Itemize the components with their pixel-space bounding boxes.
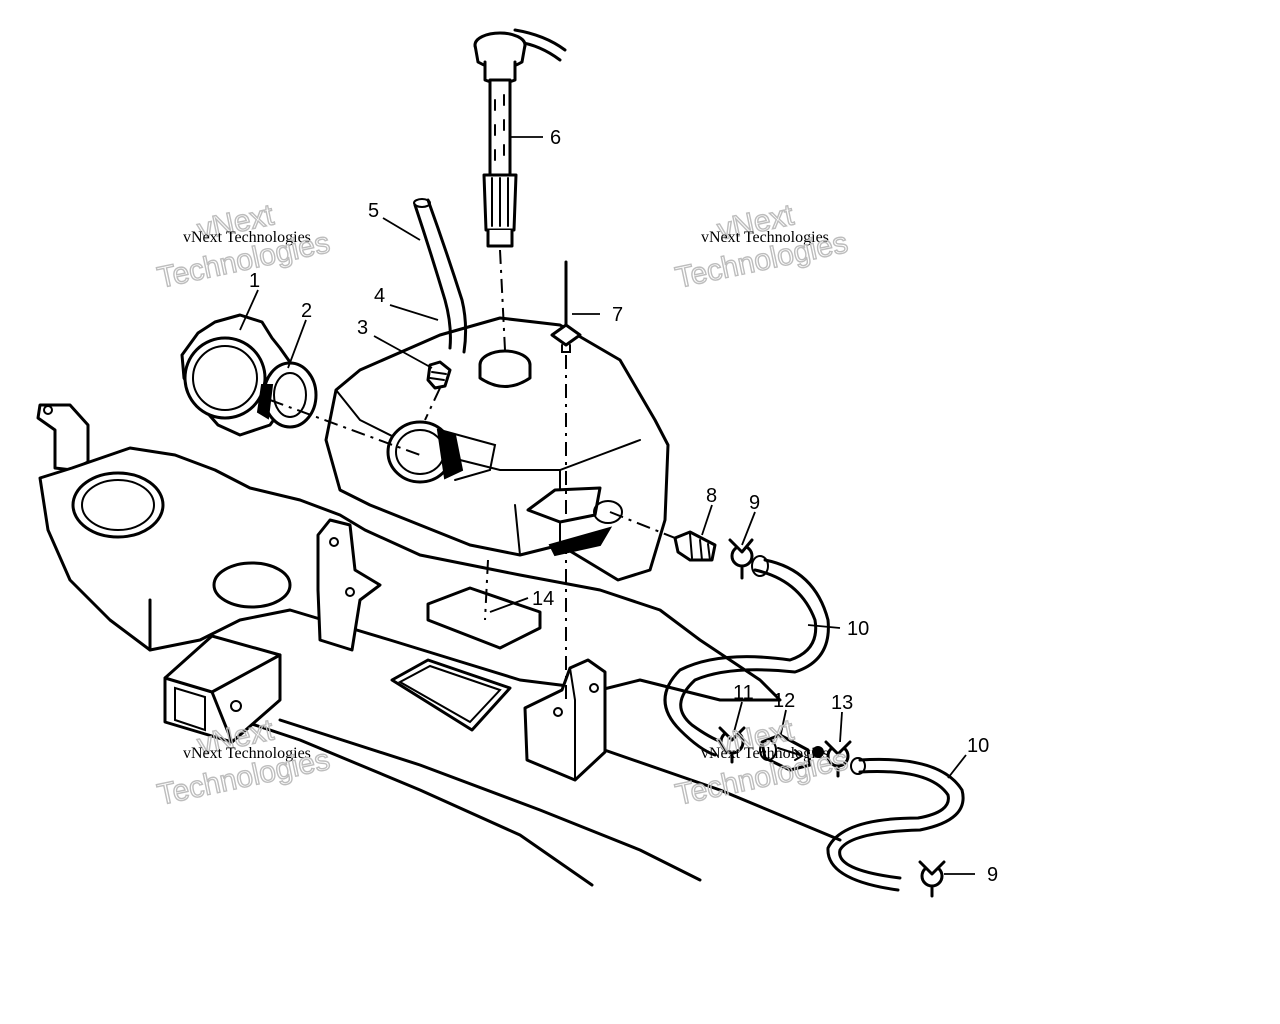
chassis-frame — [36, 403, 842, 887]
callout-10-lower: 10 — [967, 735, 989, 757]
watermark-text: vNext Technologies — [701, 745, 829, 762]
callout-13: 13 — [831, 692, 853, 714]
watermark-bottom-right: vNext vNext Technologies Technologies — [672, 713, 852, 813]
hose-clamp-13 — [812, 740, 852, 778]
fuel-hose-lower — [826, 757, 965, 892]
watermark-top-right: vNext vNext Technologies Technologies — [672, 198, 852, 296]
callout-5: 5 — [368, 200, 379, 222]
callout-3: 3 — [357, 317, 368, 339]
callout-7: 7 — [612, 304, 623, 326]
hose-clamp-lower — [918, 860, 946, 898]
callout-4: 4 — [374, 285, 385, 307]
callout-11: 11 — [733, 682, 754, 704]
callout-2: 2 — [301, 300, 312, 322]
callout-8: 8 — [706, 485, 717, 507]
vent-fitting — [426, 360, 452, 390]
callout-1: 1 — [249, 270, 260, 292]
hose-clamp-upper — [728, 538, 754, 580]
leader-lines — [239, 136, 975, 875]
callout-6: 6 — [550, 127, 561, 149]
gas-cap — [180, 313, 294, 437]
vent-hose — [413, 198, 468, 354]
callout-labels: 1 2 3 4 5 6 7 8 9 10 11 12 13 10 9 14 — [249, 127, 998, 886]
fuel-tank — [324, 316, 670, 582]
watermark-text: vNext Technologies — [183, 229, 311, 246]
callout-9-lower: 9 — [987, 864, 998, 886]
callout-9-upper: 9 — [749, 492, 760, 514]
callout-12: 12 — [773, 690, 795, 712]
watermark-text: vNext Technologies — [183, 745, 311, 762]
callout-10-upper: 10 — [847, 618, 869, 640]
callout-14: 14 — [532, 588, 554, 610]
watermark-top-left: vNext vNext Technologies Technologies — [154, 198, 334, 296]
watermark-text: vNext Technologies — [701, 229, 829, 246]
fuel-hose-upper — [663, 555, 830, 757]
fuel-gauge-sender — [473, 28, 567, 248]
assembly-centerlines — [269, 249, 681, 700]
outlet-fitting — [673, 530, 717, 562]
cap-gasket — [256, 361, 318, 429]
retainer-pin — [550, 260, 582, 353]
hose-clamp-11 — [718, 726, 746, 764]
